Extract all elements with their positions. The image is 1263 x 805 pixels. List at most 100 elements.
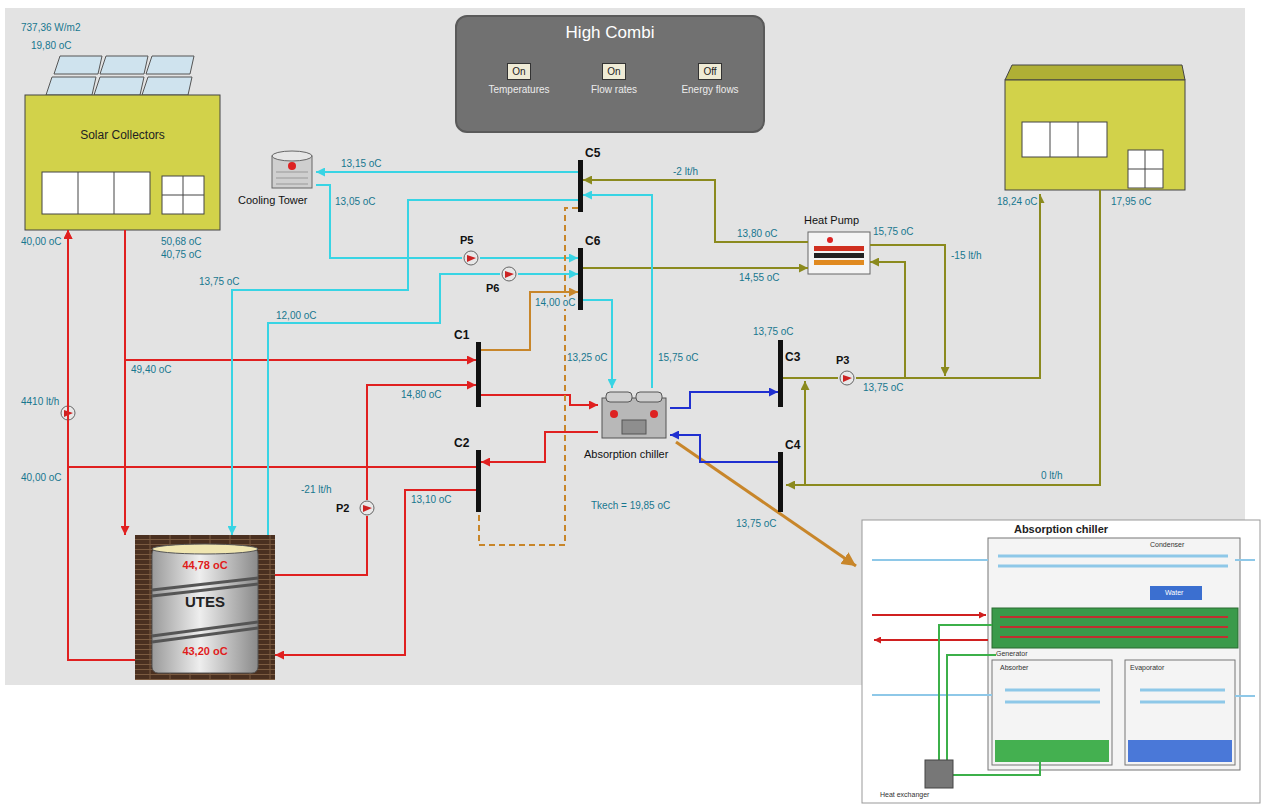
part-label: P2 <box>336 502 349 514</box>
solar-building <box>146 56 194 74</box>
collector-bar: C5 <box>578 160 583 212</box>
consumer-building <box>1005 65 1185 80</box>
solar-building <box>25 95 220 230</box>
pipe-connector <box>232 200 578 535</box>
pump-symbol <box>464 251 478 265</box>
heat-pump-icon <box>814 260 864 265</box>
part-label: C1 <box>454 328 469 342</box>
part-label: P6 <box>486 282 499 294</box>
button-state: On <box>507 63 530 80</box>
pipe-connector <box>583 267 808 269</box>
reading-label: Tkech = 19,85 oC <box>590 500 671 512</box>
button-state: Off <box>698 63 721 80</box>
solar-building <box>25 56 220 230</box>
reading-label: 18,24 oC <box>996 196 1039 208</box>
absorption-chiller-icon <box>606 392 632 402</box>
pipe-connector <box>367 385 476 500</box>
part-label: Evaporator <box>1130 664 1164 672</box>
node-text: 43,20 oC <box>135 645 275 657</box>
cooling-tower: Cooling Tower <box>268 148 316 190</box>
inset-schematic <box>872 614 986 616</box>
reading-label: 40,00 oC <box>20 236 63 248</box>
pump: P3 <box>838 370 856 386</box>
node-text: Temperatures <box>477 84 561 95</box>
pump-symbol <box>502 267 516 281</box>
pipe <box>804 381 806 485</box>
solar-building <box>54 56 102 74</box>
reading-label: 13,10 oC <box>410 494 453 506</box>
reading-label: 49,40 oC <box>130 364 173 376</box>
reading-label: 15,75 oC <box>872 226 915 238</box>
pipe <box>786 190 1100 485</box>
consumer-building <box>1005 80 1185 190</box>
part-label: C4 <box>785 438 800 452</box>
solar-building <box>42 172 150 214</box>
cooling-tower-icon <box>272 151 312 161</box>
reading-label: 14,55 oC <box>738 272 781 284</box>
cooling-tower-icon <box>288 162 296 170</box>
utes-store <box>152 622 258 642</box>
solar-building <box>46 77 96 95</box>
pipe-connector <box>670 435 778 462</box>
reading-label: 13,75 oC <box>198 276 241 288</box>
absorption-chiller-icon <box>650 410 658 418</box>
pump-symbol <box>467 255 476 262</box>
inset-schematic <box>992 608 1238 648</box>
pump-symbol <box>505 271 514 278</box>
pipe-connector <box>125 230 476 360</box>
absorption-chiller-icon <box>610 410 618 418</box>
utes-store <box>135 535 275 680</box>
reading-label: 40,75 oC <box>160 249 203 261</box>
solar-building <box>100 56 148 74</box>
part-label: P5 <box>460 234 473 246</box>
pipe-connector <box>275 490 476 655</box>
heat-pump-icon <box>808 232 870 274</box>
heat-pump: Heat Pump <box>808 232 870 274</box>
reading-label: 0 lt/h <box>1040 470 1064 482</box>
collector-bar: C6 <box>578 248 583 310</box>
reading-label: 13,80 oC <box>736 228 779 240</box>
collector-bar: C2 <box>476 450 481 512</box>
toggle-button: OnFlow rates <box>572 61 656 111</box>
part-label: Water <box>1165 589 1183 597</box>
pipe-connector <box>316 185 462 258</box>
part-label: P3 <box>836 354 849 366</box>
reading-label: 50,68 oC <box>160 236 203 248</box>
part-label: Absorber <box>1000 664 1028 672</box>
inset-schematic <box>992 660 1112 765</box>
consumer-building <box>1128 150 1163 188</box>
part-label: Generator <box>996 650 1028 658</box>
inset-schematic <box>1150 586 1202 600</box>
collector-bar: C4 <box>778 452 783 512</box>
absorption-chiller-icon <box>636 392 662 402</box>
part-label: C5 <box>585 146 600 160</box>
consumer-building <box>1005 65 1185 190</box>
inset-schematic <box>1125 660 1235 765</box>
part-label: C6 <box>585 234 600 248</box>
absorption-chiller-icon <box>602 392 666 438</box>
heat-pump-icon <box>808 232 870 274</box>
reading-label: 4410 lt/h <box>20 396 60 408</box>
pipe-connector <box>268 274 500 535</box>
reading-label: 737,36 W/m2 <box>20 22 81 34</box>
absorption-chiller: Absorption chiller <box>598 388 670 446</box>
inset-schematic <box>939 625 1040 775</box>
absorption-chiller-icon <box>622 420 646 434</box>
reading-label: 14,00 oC <box>534 297 577 309</box>
callout-arrow <box>676 442 856 566</box>
pipe-connector <box>583 300 612 388</box>
pump-symbol <box>363 505 372 512</box>
collector-bar: C1 <box>476 342 481 407</box>
pipe <box>905 194 1040 378</box>
pipe-connector <box>68 230 476 467</box>
pump-symbol <box>358 500 376 516</box>
node-text: Absorption chiller <box>862 523 1260 535</box>
reading-label: 13,05 oC <box>334 196 377 208</box>
pipe <box>786 190 1100 485</box>
inset-schematic <box>988 538 1240 770</box>
inset-schematic <box>995 740 1109 762</box>
node-text: Energy flows <box>668 84 752 95</box>
inset-schematic <box>998 556 1228 566</box>
